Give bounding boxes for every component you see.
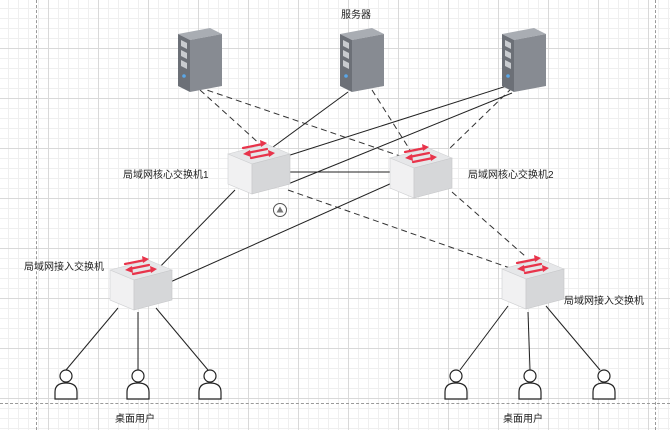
server-icon xyxy=(178,28,222,92)
switch-icon xyxy=(501,255,565,310)
link-core2-access-right xyxy=(451,191,526,257)
core-switch-2-label: 局域网核心交换机2 xyxy=(468,170,554,181)
link-access-right-user1 xyxy=(459,305,509,371)
servers-label: 服务器 xyxy=(341,10,371,21)
link-core2-access-left xyxy=(167,182,393,284)
server-icon xyxy=(340,28,384,92)
access-switch-left-label: 局域网接入交换机 xyxy=(24,262,104,273)
user-icon[interactable] xyxy=(52,368,80,402)
user-icon[interactable] xyxy=(516,368,544,402)
core-switch-1-label: 局域网核心交换机1 xyxy=(123,170,209,181)
core-switch-2[interactable] xyxy=(386,144,456,207)
server-2[interactable] xyxy=(332,24,392,101)
link-core1-access-left xyxy=(151,189,236,276)
anchor-icon[interactable] xyxy=(272,202,288,218)
page-boundary-bottom xyxy=(0,403,670,404)
link-server1-core1 xyxy=(199,89,263,147)
link-server2-core2 xyxy=(371,89,411,151)
server-1[interactable] xyxy=(170,24,230,101)
link-access-left-user3 xyxy=(155,307,209,371)
core-switch-1[interactable] xyxy=(224,140,294,203)
access-switch-right-label: 局域网接入交换机 xyxy=(564,296,644,307)
user-icon[interactable] xyxy=(590,368,618,402)
page-boundary-right xyxy=(655,0,656,430)
switch-icon xyxy=(109,256,173,311)
link-server3-core1 xyxy=(261,82,517,165)
server-3[interactable] xyxy=(494,24,554,101)
user-icon[interactable] xyxy=(196,368,224,402)
users-right-label: 桌面用户 xyxy=(503,414,543,425)
page-boundary-left xyxy=(36,0,37,430)
access-switch-right[interactable] xyxy=(498,255,568,318)
user-icon[interactable] xyxy=(442,368,470,402)
link-server3-core1b xyxy=(287,92,513,185)
server-icon xyxy=(502,28,546,92)
link-access-right-user3 xyxy=(545,305,601,371)
switch-icon xyxy=(389,144,453,199)
link-access-right-user2 xyxy=(527,311,531,371)
switch-icon xyxy=(227,140,291,195)
link-server3-core2 xyxy=(447,87,513,151)
access-switch-left[interactable] xyxy=(106,256,176,319)
users-left-label: 桌面用户 xyxy=(115,414,155,425)
user-icon[interactable] xyxy=(124,368,152,402)
link-access-left-user1 xyxy=(65,307,119,371)
link-server1-core2 xyxy=(197,86,401,157)
